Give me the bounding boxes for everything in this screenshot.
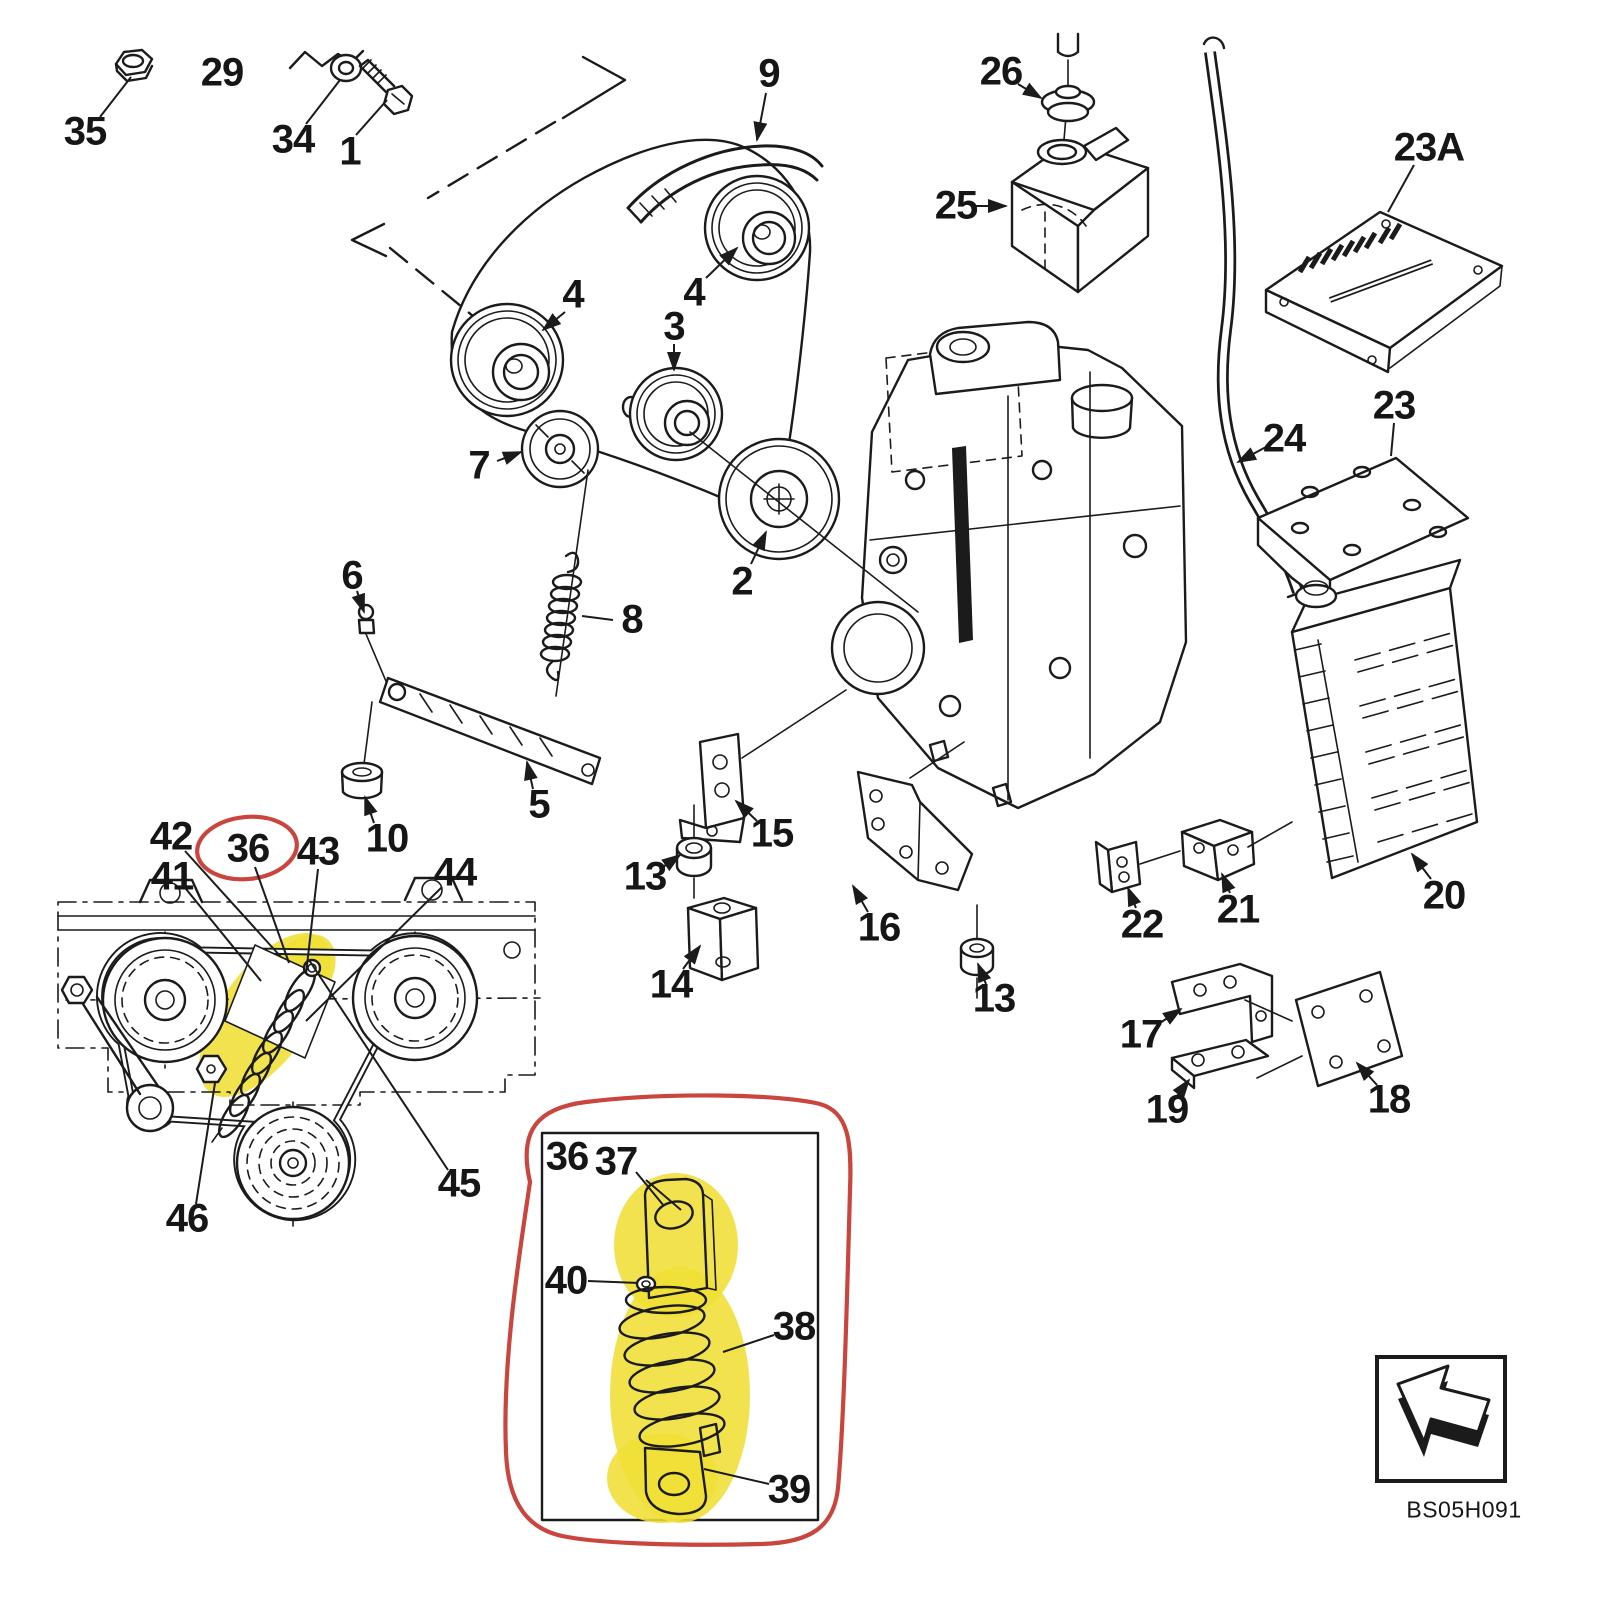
leader-line: [977, 962, 992, 985]
leader-line: [364, 795, 378, 824]
leader-line: [1355, 1061, 1378, 1086]
pulley-4-left: [449, 302, 565, 418]
front-belt-view: [57, 876, 541, 1227]
figure-code: BS05H091: [1406, 1496, 1522, 1523]
coolant-reservoir-25: [1010, 126, 1150, 294]
plate-18: [1294, 970, 1404, 1088]
pulley-7: [520, 409, 600, 489]
leader-line: [635, 1171, 665, 1207]
leader-line: [496, 451, 523, 465]
pulley-2: [717, 437, 841, 561]
leader-line: [524, 760, 538, 790]
bracket-22: [1094, 840, 1142, 894]
leader-line: [305, 886, 443, 1022]
leader-line: [750, 530, 767, 565]
leader-line: [308, 959, 449, 1171]
leader-line: [1387, 164, 1415, 213]
bushing-10: [340, 761, 384, 800]
hook-6: [357, 603, 376, 635]
leader-line: [1410, 852, 1432, 880]
bracket-17: [1170, 962, 1293, 1044]
leader-line: [581, 615, 614, 621]
leader-lines: [99, 76, 1432, 1485]
leader-line: [1156, 1007, 1183, 1026]
leader-line: [753, 92, 768, 142]
leader-line: [184, 850, 282, 958]
link-lines: [363, 431, 919, 765]
leader-line: [355, 99, 388, 136]
engine-block: [830, 320, 1188, 810]
nut-35: [114, 48, 154, 83]
leader-line: [1236, 446, 1267, 463]
leader-line: [305, 79, 341, 125]
leader-line: [852, 884, 869, 913]
leader-line: [541, 311, 566, 332]
lever-5: [378, 676, 602, 786]
spring-8: [539, 551, 583, 682]
leader-line: [254, 866, 290, 964]
leader-line: [682, 944, 702, 970]
vented-cover-23A: [1264, 210, 1504, 374]
leader-line: [1390, 422, 1395, 457]
figure-arrow-icon: [1375, 1355, 1507, 1483]
leader-line: [305, 868, 319, 975]
tensioner-inset-box: [540, 1131, 820, 1523]
bushing-13-upper: [675, 804, 713, 899]
leader-line: [587, 1280, 639, 1284]
leader-line: [351, 590, 365, 614]
bolt-1: [358, 58, 414, 116]
bracket-21: [1139, 818, 1293, 882]
radiator-20: [1290, 558, 1479, 880]
leader-line: [1127, 886, 1142, 909]
leader-line: [185, 888, 262, 982]
leader-line: [1172, 1078, 1191, 1099]
belt-9: [626, 144, 824, 224]
leader-line: [99, 76, 132, 118]
tensioner-assembly-detail: [618, 1177, 726, 1516]
leader-line: [734, 799, 758, 822]
leader-line: [722, 1334, 775, 1353]
leader-line: [1017, 82, 1043, 100]
leader-line: [703, 1468, 770, 1485]
leader-line: [661, 853, 682, 872]
bushing-13-lower: [959, 904, 995, 999]
bracket-14: [686, 896, 760, 982]
red-annotations: [195, 814, 853, 1547]
bracket-15: [678, 689, 847, 844]
leader-line: [195, 1082, 216, 1205]
tensioner-spring-front: [195, 958, 322, 1143]
bracket-16: [856, 741, 974, 892]
reservoir-cap-26: [1040, 32, 1096, 141]
leader-line: [705, 246, 739, 279]
pulley-3: [621, 366, 724, 462]
leader-line: [1221, 872, 1236, 894]
leader-line: [645, 1179, 682, 1211]
bracket-19: [1170, 1038, 1303, 1090]
